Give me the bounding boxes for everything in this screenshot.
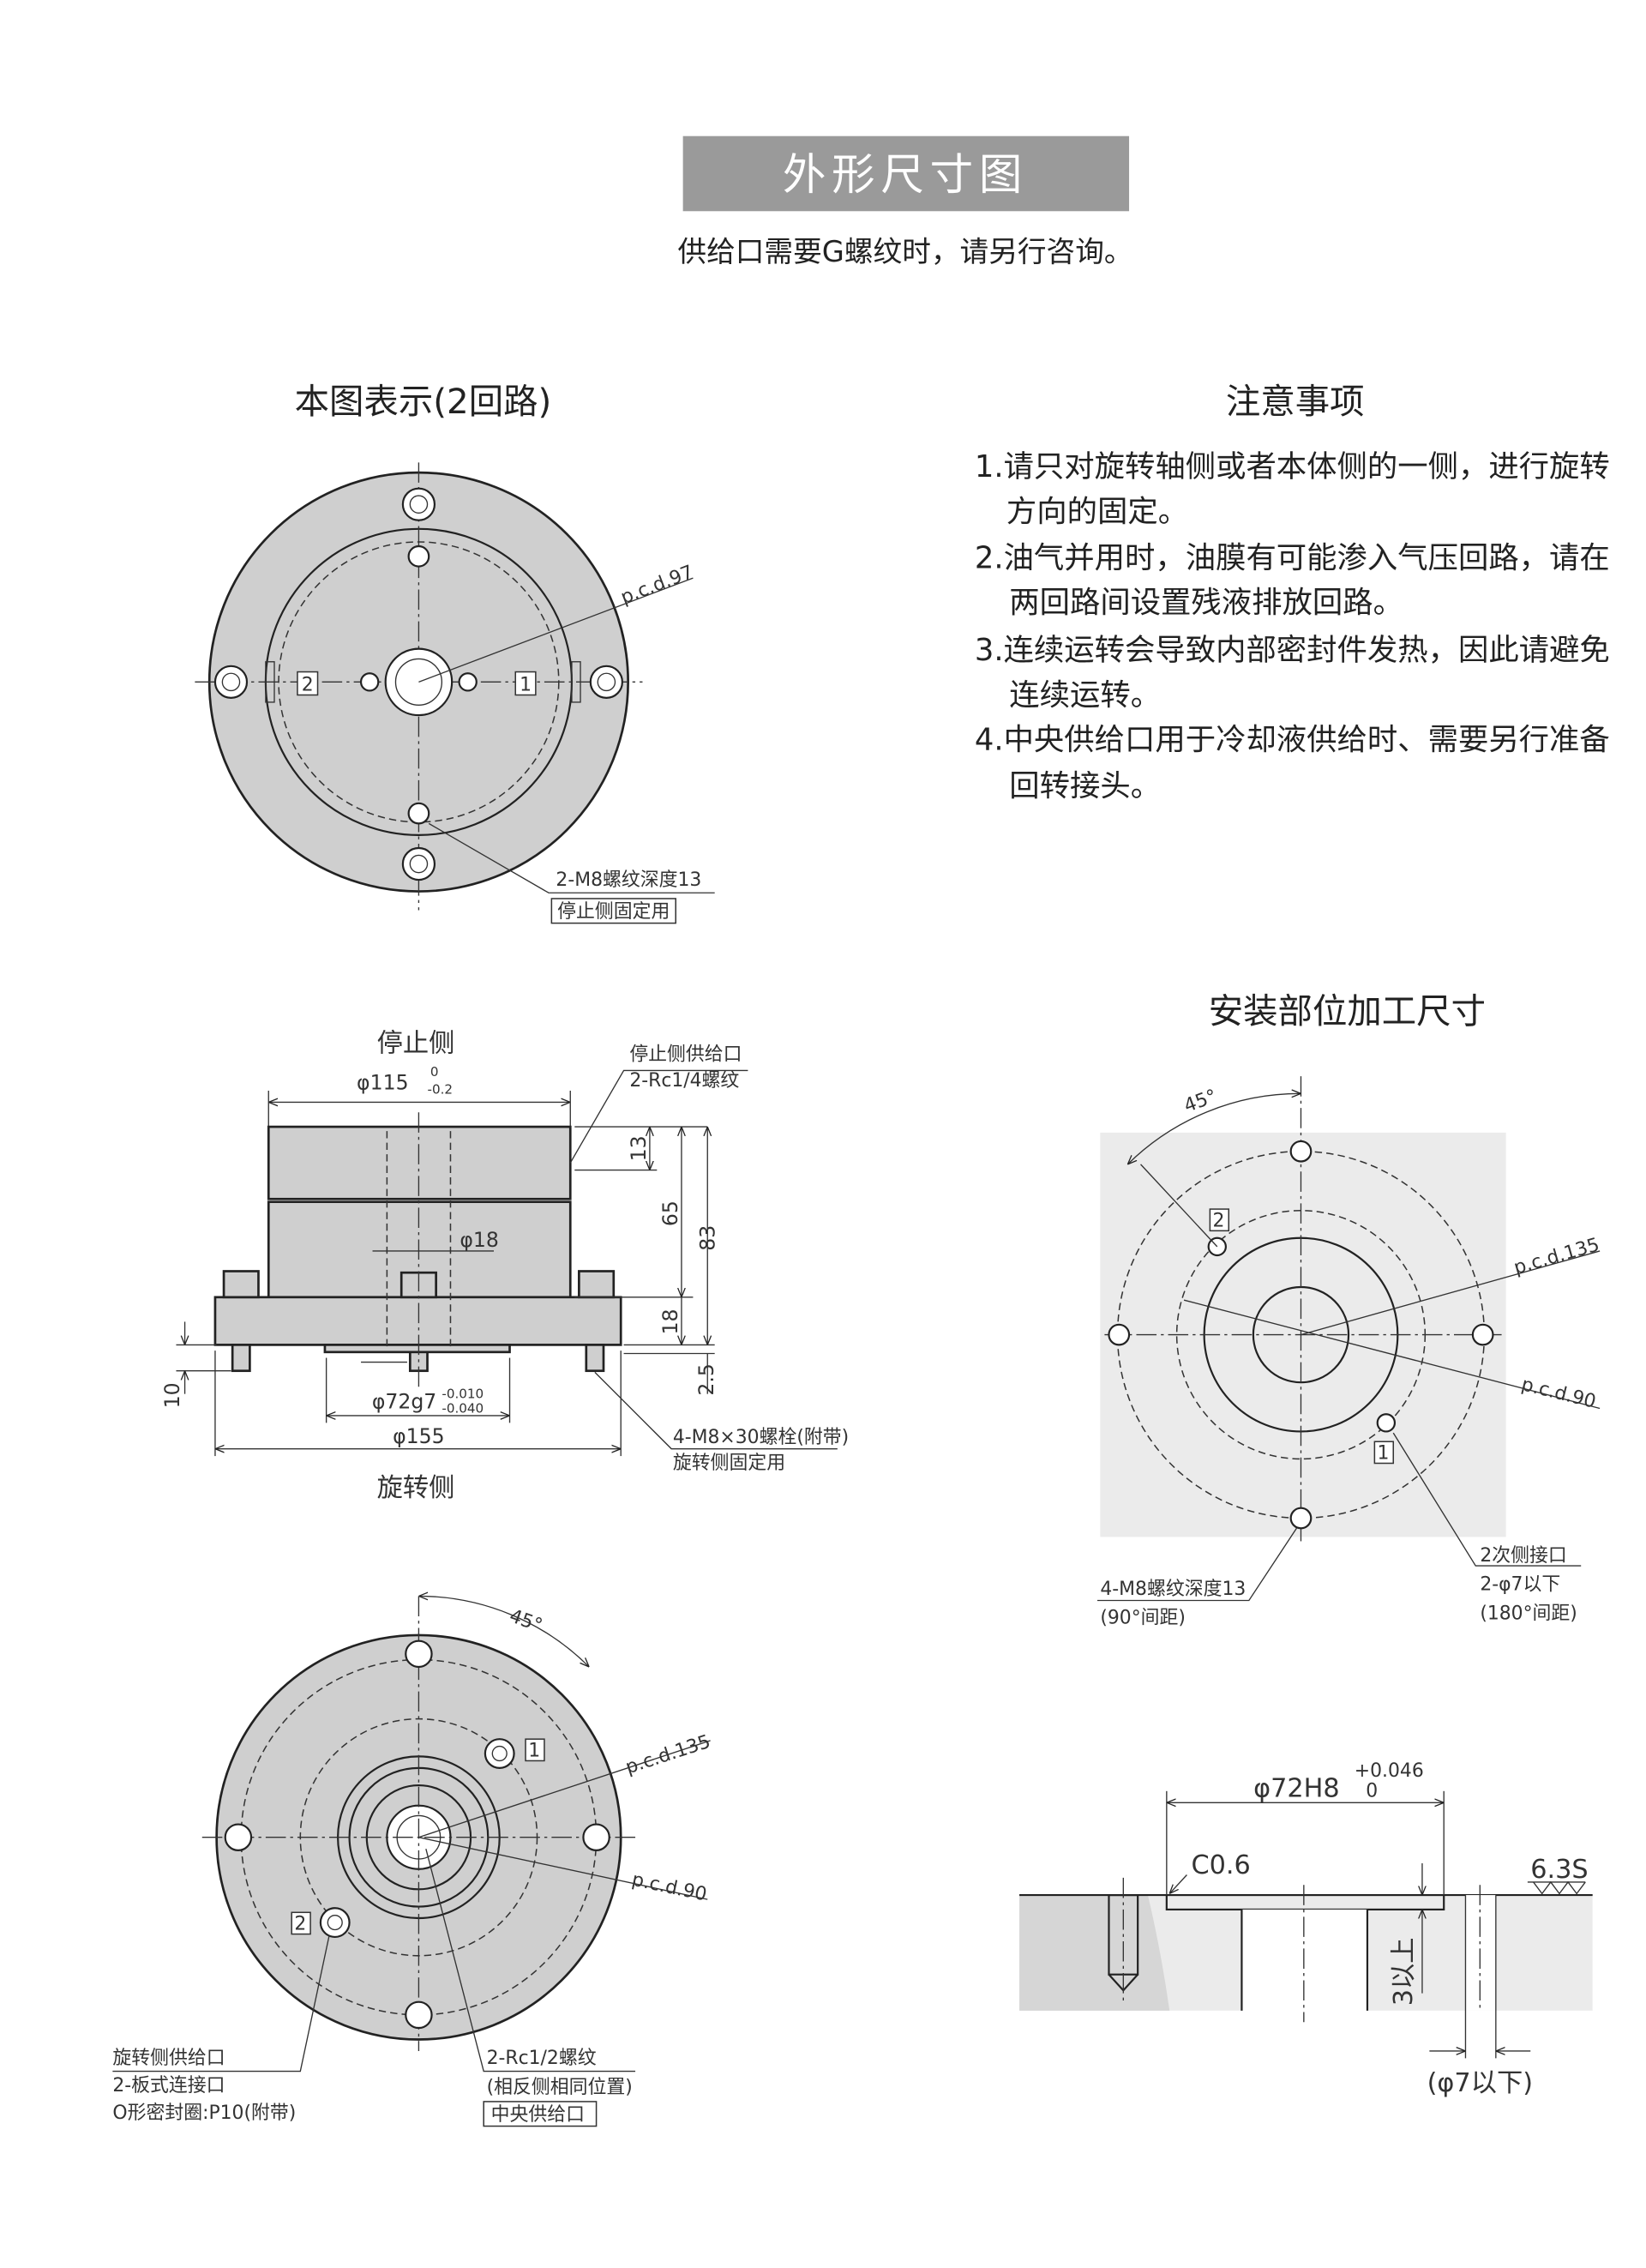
note-line: 方向的固定。	[1006, 494, 1188, 529]
mount-thread-pitch: (90°间距)	[1100, 1607, 1186, 1628]
left-heading: 本图表示(2回路)	[295, 381, 552, 422]
oring-label: O形密封圈:P10(附带)	[112, 2103, 296, 2124]
note-line: 连续运转。	[1009, 677, 1161, 713]
roughness-label: 6.3S	[1530, 1855, 1588, 1885]
mount-view: 安装部位加工尺寸 p.c.d.135 p.c.d.90 45° 2 1 4-M8…	[1097, 990, 1602, 1628]
notes-heading: 注意事项	[1226, 381, 1365, 422]
dia-115-lower: -0.2	[428, 1081, 454, 1097]
angle-45: 45°	[507, 1605, 545, 1637]
dim-13: 13	[627, 1135, 651, 1161]
bottom-view: 45° 1 2 p.c.d.135 p.c.d.90 旋转侧供给口 2-板式连接…	[112, 1596, 713, 2127]
secondary-port-dia: 2-φ7以下	[1480, 1574, 1560, 1596]
top-view: 2 1 p.c.d.97 2-M8螺纹深度13 停止侧固定用	[195, 462, 715, 924]
side-view: 停止侧 φ115 0 -0.2 φ18 13 65 83 18	[160, 1029, 849, 1504]
port-2-label: 2	[1213, 1210, 1225, 1231]
thread-label: 2-M8螺纹深度13	[556, 869, 701, 891]
dia-115: φ115	[357, 1070, 409, 1094]
bolt-fix-label: 旋转侧固定用	[673, 1453, 785, 1474]
dia-72h8-lower: 0	[1366, 1781, 1378, 1802]
stop-port-label: 停止侧供给口	[629, 1044, 742, 1066]
plate-port-label: 2-板式连接口	[112, 2075, 225, 2097]
mount-heading: 安装部位加工尺寸	[1209, 990, 1486, 1032]
pcd-97-label: p.c.d.97	[618, 562, 697, 609]
pcd-135-label: p.c.d.135	[623, 1731, 713, 1778]
note-line: 1.请只对旋转轴侧或者本体侧的一侧，进行旋转	[975, 449, 1610, 484]
depth-label: 3以上	[1389, 1937, 1419, 2006]
port-1-label: 1	[520, 674, 532, 695]
dia-115-upper: 0	[430, 1064, 439, 1080]
secondary-port-pitch: (180°间距)	[1480, 1603, 1577, 1624]
port-1-label: 1	[1378, 1442, 1390, 1464]
chamfer-label: C0.6	[1191, 1850, 1250, 1880]
rotary-port-label: 旋转侧供给口	[112, 2048, 225, 2069]
bolt-label: 4-M8×30螺栓(附带)	[673, 1427, 849, 1448]
page-title: 外形尺寸图	[783, 149, 1028, 200]
note-line: 2.油气并用时，油膜有可能渗入气压回路，请在	[975, 540, 1610, 575]
note-line: 4.中央供给口用于冷却液供给时、需要另行准备	[975, 723, 1610, 758]
stop-side-label: 停止侧	[377, 1029, 455, 1059]
port-dia-label: (φ7以下)	[1427, 2068, 1534, 2098]
dim-18: 18	[658, 1308, 682, 1334]
pcd-135-label: p.c.d.135	[1511, 1234, 1601, 1278]
note-line: 两回路间设置残液排放回路。	[1009, 586, 1403, 621]
dia-72g7-upper: -0.010	[442, 1387, 484, 1402]
port-1-label: 1	[528, 1740, 540, 1761]
opposite-side-label: (相反侧相同位置)	[487, 2077, 633, 2098]
notes: 注意事项 1.请只对旋转轴侧或者本体侧的一侧，进行旋转 方向的固定。 2.油气并…	[975, 381, 1610, 803]
dim-65: 65	[658, 1200, 682, 1226]
dia-72g7-lower: -0.040	[442, 1401, 484, 1417]
secondary-port-label: 2次侧接口	[1480, 1545, 1566, 1567]
page-subtitle: 供给口需要G螺纹时，请另行咨询。	[677, 235, 1132, 268]
dim-10: 10	[160, 1382, 184, 1408]
dia-18: φ18	[460, 1228, 499, 1252]
note-line: 3.连续运转会导致内部密封件发热，因此请避免	[975, 633, 1610, 668]
pcd-90-label: p.c.d.90	[630, 1869, 709, 1906]
rotary-side-label: 旋转侧	[377, 1473, 455, 1503]
dia-72h8-upper: +0.046	[1355, 1760, 1424, 1782]
center-port-label: 中央供给口	[491, 2104, 585, 2126]
note-line: 回转接头。	[1009, 768, 1161, 803]
angle-45: 45°	[1181, 1086, 1220, 1117]
header: 外形尺寸图 供给口需要G螺纹时，请另行咨询。	[677, 135, 1133, 268]
dia-72g7: φ72g7	[372, 1390, 436, 1414]
mount-thread-label: 4-M8螺纹深度13	[1100, 1579, 1246, 1600]
port-2-label: 2	[294, 1914, 306, 1935]
port-2-label: 2	[302, 674, 314, 695]
dia-72h8: φ72H8	[1253, 1774, 1340, 1804]
pcd-90-label: p.c.d.90	[1519, 1374, 1598, 1413]
fix-label: 停止侧固定用	[557, 901, 670, 923]
stop-port-thread: 2-Rc1/4螺纹	[629, 1070, 739, 1092]
dim-83: 83	[696, 1225, 720, 1251]
dim-2-5: 2.5	[694, 1363, 718, 1395]
center-thread-label: 2-Rc1/2螺纹	[487, 2048, 597, 2069]
dia-155: φ155	[393, 1424, 445, 1448]
section-view: φ72H8 +0.046 0 C0.6 6.3S 3以上 (φ7以下)	[1019, 1760, 1593, 2098]
title-banner	[682, 135, 1130, 212]
